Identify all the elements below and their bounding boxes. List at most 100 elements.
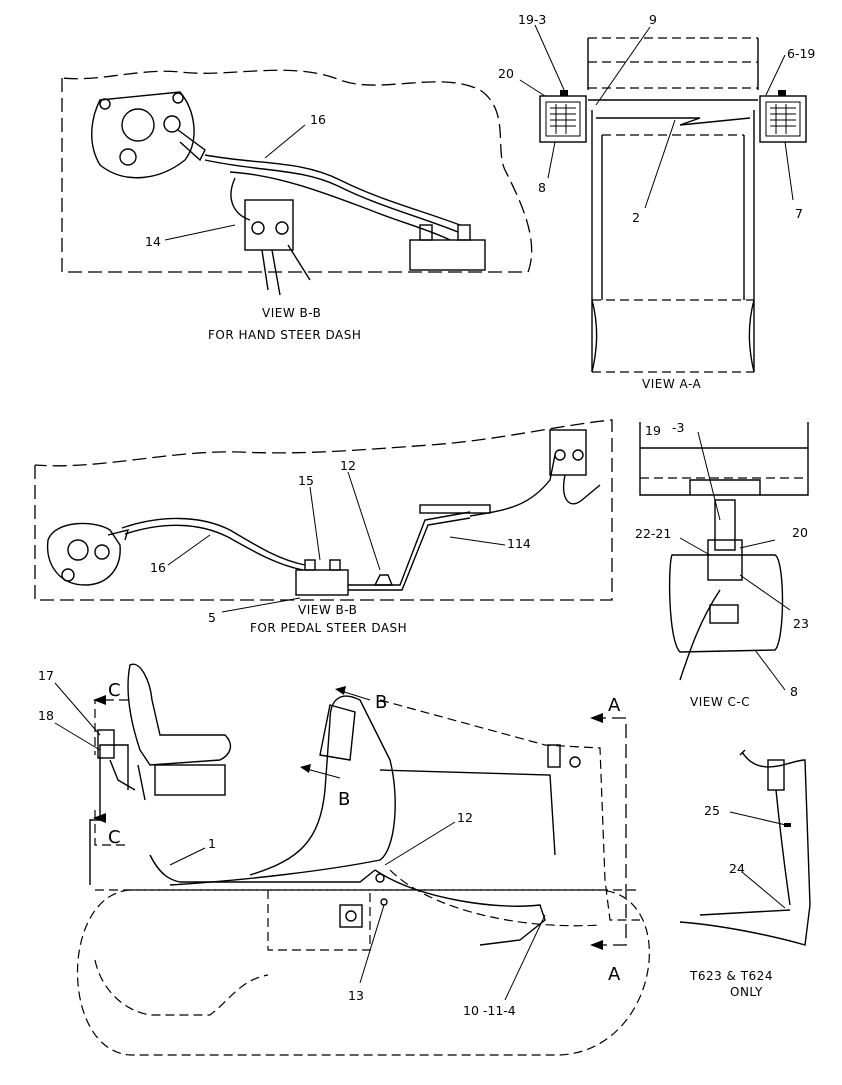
gauge-bolt: [99, 98, 111, 110]
gauge-bolt: [61, 568, 75, 582]
leader-line: [765, 54, 786, 96]
callout-12: 12: [457, 810, 473, 825]
leader-line: [644, 119, 676, 209]
view-bb-hand-subtitle: FOR HAND STEER DASH: [208, 328, 361, 342]
arrow-a-bottom: [590, 940, 603, 950]
dash-panel-outline: [61, 69, 533, 273]
option-wire: [699, 909, 791, 916]
option-label-line2: ONLY: [730, 985, 763, 999]
clip: [784, 823, 791, 827]
callout-2: 2: [632, 210, 640, 225]
switch-body: [244, 199, 294, 251]
view-bb-pedal-subtitle: FOR PEDAL STEER DASH: [250, 621, 407, 635]
callout-13: 13: [348, 988, 364, 1003]
lamp-bolt: [560, 90, 568, 96]
wire-harness: [124, 524, 304, 571]
track-outline: [76, 889, 650, 1056]
view-bb-hand-steer: 16 14 VIEW B-B FOR HAND STEER DASH: [61, 69, 533, 342]
section-a-top: A: [608, 695, 621, 716]
dash-switch-panel: [319, 704, 356, 761]
leader-line: [359, 904, 385, 984]
lamp-grid: [770, 104, 796, 134]
gauge-connector: [177, 129, 206, 162]
frame-box: [267, 890, 371, 951]
pedal-switch: [375, 873, 385, 883]
view-cc-title: VIEW C-C: [690, 695, 750, 709]
leader-line: [519, 79, 546, 97]
body-side: [591, 110, 755, 372]
fastener: [380, 898, 388, 906]
leader-line: [347, 471, 381, 571]
bracket-top: [689, 479, 761, 495]
lamp-lens: [545, 101, 581, 137]
section-c-top: C: [108, 680, 121, 701]
key-switch: [549, 429, 587, 476]
main-harness: [149, 854, 376, 883]
hood-outline: [379, 699, 640, 921]
leader-line: [449, 536, 506, 546]
callout-14: 14: [145, 234, 161, 249]
lamp-bolt: [778, 90, 786, 96]
callout-8: 8: [790, 684, 798, 699]
mount-bracket: [714, 499, 736, 551]
wire-loop: [230, 177, 251, 221]
wire-harness: [204, 154, 461, 226]
work-lamp-left: [539, 95, 587, 143]
callout-20: 20: [498, 66, 514, 81]
leader-line: [679, 537, 711, 556]
harness-to-pedal: [348, 517, 471, 591]
pedal-bar: [419, 504, 491, 514]
relay-body: [409, 239, 486, 271]
leader-line: [169, 847, 206, 866]
gauge-bolt: [172, 92, 184, 104]
gauge-center: [67, 539, 89, 561]
gauge-fitting: [163, 115, 181, 133]
callout-24: 24: [729, 861, 745, 876]
option-label-line1: T623 & T624: [689, 969, 773, 983]
leader-line: [167, 534, 211, 566]
dash-panel-outline: [34, 419, 613, 601]
gauge-housing: [91, 91, 195, 179]
terminal: [251, 221, 265, 235]
view-aa: 19-3 9 6-19 20 8 2 7 VIEW A-A: [498, 12, 815, 391]
leader-line: [739, 539, 776, 549]
callout-16: 16: [310, 112, 326, 127]
relay-post: [329, 559, 341, 571]
body-lower: [591, 299, 755, 373]
section-line-b: [302, 689, 371, 779]
rops-channel: [639, 422, 809, 496]
tractor-main-view: A A B B C C 17 18 1 12 13 10 -11-4: [38, 663, 650, 1056]
leader-line: [729, 811, 787, 826]
front-lamp: [547, 744, 561, 768]
harness-to-switch: [469, 454, 556, 517]
leader-line: [754, 649, 786, 691]
wire-harness: [204, 159, 459, 233]
relay-post: [419, 224, 433, 241]
section-b-bottom: B: [338, 789, 350, 810]
leader-line: [384, 821, 456, 866]
leader-line: [264, 124, 306, 159]
rear-lamp-wire: [109, 759, 136, 791]
callout-16: 16: [150, 560, 166, 575]
section-line-a: [592, 717, 627, 946]
leader-line: [784, 141, 794, 201]
clamp: [707, 539, 743, 581]
harness-to-pedal: [348, 511, 471, 586]
section-a-bottom: A: [608, 964, 621, 985]
callout-3: -3: [672, 420, 684, 435]
lamp-logo: [709, 604, 739, 624]
rear-lamp: [97, 729, 115, 759]
view-bb-pedal-steer: 15 12 16 114 5 VIEW B-B FOR PEDAL STEER …: [34, 419, 613, 635]
option-detail: 25 24 T623 & T624 ONLY: [679, 749, 811, 999]
section-c-bottom: C: [108, 827, 121, 848]
leader-line: [534, 24, 566, 93]
body-inner: [601, 135, 745, 300]
callout-114: 114: [507, 536, 531, 551]
leader-line: [739, 574, 791, 611]
terminal: [572, 449, 584, 461]
arrow-a-top: [590, 713, 603, 723]
seat-post: [137, 764, 146, 801]
lower-harness: [374, 869, 546, 946]
relay-body: [295, 569, 349, 596]
work-lamp-right: [759, 95, 807, 143]
